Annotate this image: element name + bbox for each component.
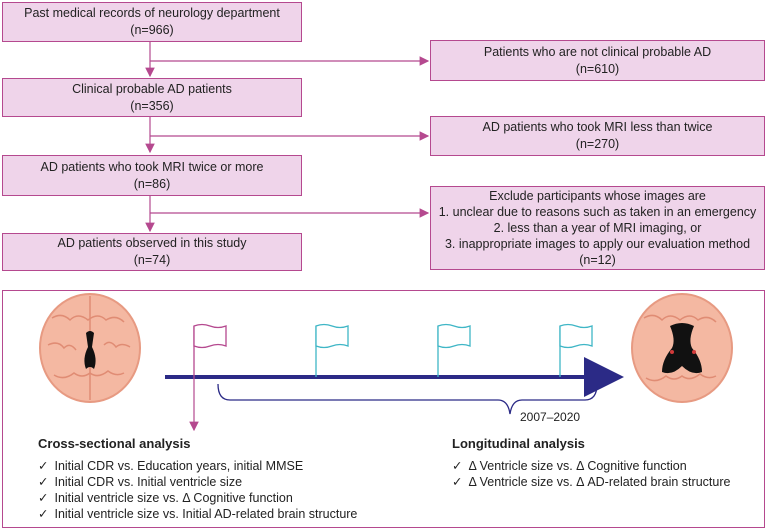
period-label: 2007–2020 [520, 410, 581, 424]
flag-followup-2-icon [437, 323, 471, 377]
list-item: Δ Ventricle size vs. Δ Cognitive functio… [452, 458, 730, 474]
list-item: Initial CDR vs. Education years, initial… [38, 458, 357, 474]
flag-followup-1-icon [315, 323, 349, 377]
brain-initial-icon [39, 293, 141, 403]
box-exclude-images: Exclude participants whose images are 1.… [430, 186, 765, 270]
study-design-panel [2, 290, 765, 528]
box-mri-twice: AD patients who took MRI twice or more (… [2, 155, 302, 196]
cross-sectional-title: Cross-sectional analysis [38, 436, 191, 451]
longitudinal-title: Longitudinal analysis [452, 436, 585, 451]
list-item: Initial ventricle size vs. Δ Cognitive f… [38, 490, 357, 506]
list-item: Initial ventricle size vs. Initial AD-re… [38, 506, 357, 522]
box-mri-less: AD patients who took MRI less than twice… [430, 116, 765, 156]
flowchart-connectors [145, 42, 430, 233]
period-brace [217, 383, 598, 415]
flag-initial-icon [193, 323, 227, 377]
box-observed: AD patients observed in this study (n=74… [2, 233, 302, 271]
longitudinal-list: Δ Ventricle size vs. Δ Cognitive functio… [452, 458, 730, 490]
list-item: Initial CDR vs. Initial ventricle size [38, 474, 357, 490]
box-clinical-probable: Clinical probable AD patients (n=356) [2, 78, 302, 117]
brain-followup-icon [631, 293, 733, 403]
cross-sectional-list: Initial CDR vs. Education years, initial… [38, 458, 357, 522]
box-past-records: Past medical records of neurology depart… [2, 2, 302, 42]
list-item: Δ Ventricle size vs. Δ AD-related brain … [452, 474, 730, 490]
box-not-probable: Patients who are not clinical probable A… [430, 40, 765, 81]
flag-followup-3-icon [559, 323, 593, 377]
